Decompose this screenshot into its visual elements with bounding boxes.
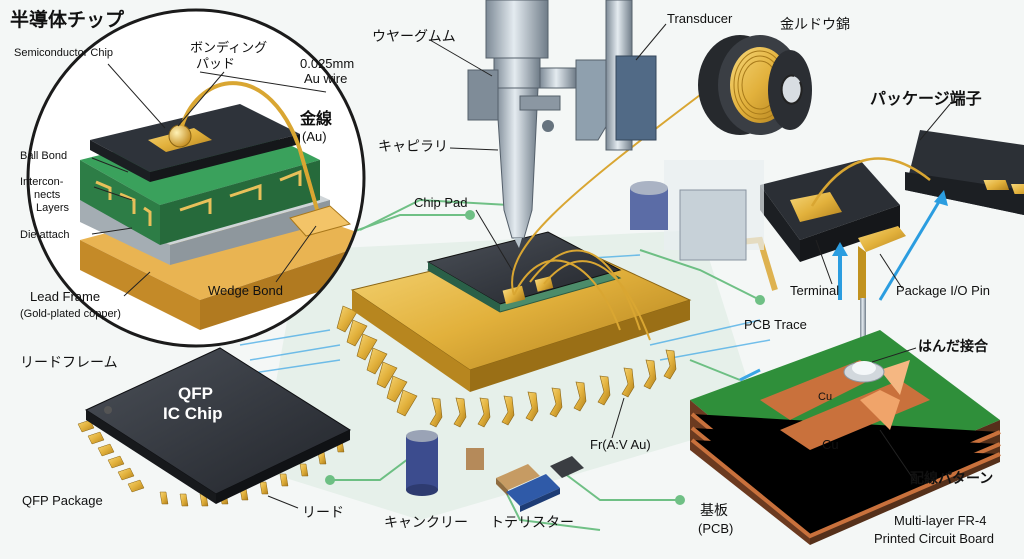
label-multilayer-1: Multi-layer FR-4	[894, 513, 987, 528]
multilayer-pcb	[690, 330, 1001, 545]
transistor-components	[466, 448, 584, 512]
label-terminal: Terminal	[790, 283, 840, 298]
label-die-attach: Die attach	[20, 229, 70, 241]
label-fr-au: Fr(A:V Au)	[590, 437, 651, 452]
label-transducer: Transducer	[667, 11, 733, 26]
label-wiring-pattern-jp: 配線パターン	[910, 471, 994, 487]
label-cu-1: Cu	[818, 391, 833, 403]
label-au-wire-1: 0.025mm	[300, 56, 355, 71]
label-transistor-jp: トテリスター	[490, 515, 574, 531]
label-bonding-pad-2: パッド	[196, 57, 236, 72]
label-bonding-pad-1: ボンディング	[190, 41, 268, 56]
label-qfp-package: QFP Package	[22, 493, 103, 508]
label-semiconductor-chip-en: Semiconductor Chip	[14, 47, 114, 59]
label-lead-jp: リード	[302, 505, 344, 521]
main-qfp-package	[336, 79, 721, 428]
label-package-terminal-jp: パッケージ端子	[870, 89, 982, 108]
label-au-wire-2: Au wire	[304, 71, 348, 86]
label-lead-frame-jp: リードフレーム	[20, 355, 118, 371]
small-qfp-chip	[77, 347, 352, 507]
label-substrate-en: (PCB)	[698, 521, 734, 536]
label-ball-bond: Ball Bond	[20, 150, 68, 162]
label-multilayer-2: Printed Circuit Board	[874, 531, 994, 546]
label-pcb-trace: PCB Trace	[744, 317, 807, 332]
label-qfp-chip-1: QFP	[178, 384, 213, 403]
label-interconnects-3: Layers	[36, 202, 70, 214]
label-lead-frame-sub: (Gold-plated copper)	[20, 308, 121, 320]
zoom-detail-circle	[26, 8, 366, 348]
capacitor-component	[406, 181, 668, 496]
label-solder-joint-jp: はんだ接合	[918, 339, 988, 355]
label-interconnects-2: nects	[34, 189, 61, 201]
label-gold-spool-jp: 金ルドウ錦	[780, 17, 850, 33]
label-ultrasonic-jp: ウヤーグムム	[372, 29, 456, 45]
label-package-io-pin: Package I/O Pin	[896, 283, 990, 298]
label-semiconductor-chip-jp: 半導体チップ	[10, 9, 125, 31]
label-chip-pad: Chip Pad	[414, 195, 468, 210]
label-gold-wire-en: (Au)	[302, 129, 327, 144]
label-substrate-jp: 基板	[700, 503, 728, 519]
label-capillary-jp: キャピラリ	[378, 139, 448, 155]
label-capacitor-jp: キャンクリー	[384, 515, 468, 531]
label-cu-2: Cu	[822, 437, 839, 452]
label-lead-frame: Lead Frame	[30, 289, 101, 304]
bonding-head	[467, 0, 657, 248]
label-interconnects-1: Intercon-	[20, 176, 64, 188]
leader-lines	[91, 23, 951, 509]
package-terminal-block	[664, 130, 1024, 354]
gold-wire-spool	[698, 35, 812, 135]
label-gold-wire-jp: 金線	[300, 109, 333, 128]
label-qfp-chip-2: IC Chip	[163, 404, 223, 423]
label-wedge-bond: Wedge Bond	[208, 283, 283, 298]
